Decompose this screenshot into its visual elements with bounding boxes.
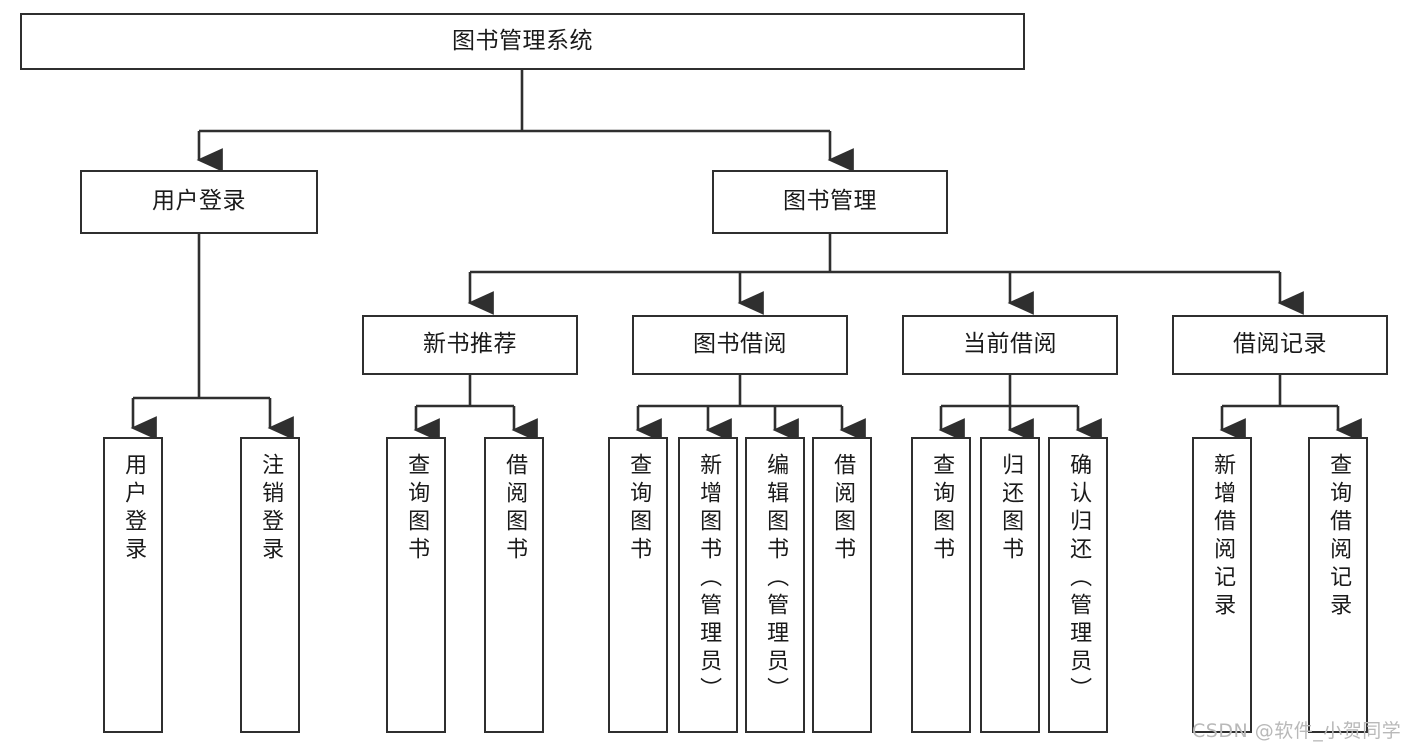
node-current-borrow[interactable]: 当前借阅	[902, 315, 1118, 375]
leaf-logout[interactable]: 注销登录	[240, 437, 300, 733]
node-label: 图书借阅	[693, 331, 787, 358]
node-user-login[interactable]: 用户登录	[80, 170, 318, 234]
leaf-bb-edit-book-admin[interactable]: 编辑图书（管理员）	[745, 437, 805, 733]
node-label: 归还图书	[998, 453, 1024, 565]
node-label: 借阅图书	[502, 453, 528, 565]
leaf-cb-query-book[interactable]: 查询图书	[911, 437, 971, 733]
node-label: 查询图书	[404, 453, 430, 565]
node-label: 注销登录	[258, 453, 284, 565]
node-root-system[interactable]: 图书管理系统	[20, 13, 1025, 70]
node-label: 图书管理系统	[452, 27, 593, 54]
node-label: 查询图书	[626, 453, 652, 565]
node-label: 新增图书（管理员）	[696, 453, 722, 705]
leaf-user-login[interactable]: 用户登录	[103, 437, 163, 733]
node-label: 确认归还（管理员）	[1066, 453, 1092, 705]
node-label: 用户登录	[152, 188, 246, 215]
node-book-borrow[interactable]: 图书借阅	[632, 315, 848, 375]
node-label: 编辑图书（管理员）	[763, 453, 789, 705]
node-label: 用户登录	[121, 453, 147, 565]
node-label: 查询借阅记录	[1326, 453, 1352, 621]
node-book-management[interactable]: 图书管理	[712, 170, 948, 234]
node-label: 借阅记录	[1233, 331, 1327, 358]
node-label: 新书推荐	[423, 331, 517, 358]
leaf-nb-borrow-book[interactable]: 借阅图书	[484, 437, 544, 733]
node-label: 图书管理	[783, 188, 877, 215]
watermark-text: CSDN @软件_小贺同学	[1192, 720, 1402, 742]
node-label: 查询图书	[929, 453, 955, 565]
node-label: 新增借阅记录	[1210, 453, 1236, 621]
leaf-bb-borrow-book[interactable]: 借阅图书	[812, 437, 872, 733]
leaf-cb-confirm-return-admin[interactable]: 确认归还（管理员）	[1048, 437, 1108, 733]
leaf-bb-query-book[interactable]: 查询图书	[608, 437, 668, 733]
leaf-cb-return-book[interactable]: 归还图书	[980, 437, 1040, 733]
leaf-bb-add-book-admin[interactable]: 新增图书（管理员）	[678, 437, 738, 733]
node-label: 当前借阅	[963, 331, 1057, 358]
leaf-br-add-record[interactable]: 新增借阅记录	[1192, 437, 1252, 733]
node-borrow-record[interactable]: 借阅记录	[1172, 315, 1388, 375]
leaf-br-query-record[interactable]: 查询借阅记录	[1308, 437, 1368, 733]
node-new-book-recommend[interactable]: 新书推荐	[362, 315, 578, 375]
leaf-nb-query-book[interactable]: 查询图书	[386, 437, 446, 733]
node-label: 借阅图书	[830, 453, 856, 565]
